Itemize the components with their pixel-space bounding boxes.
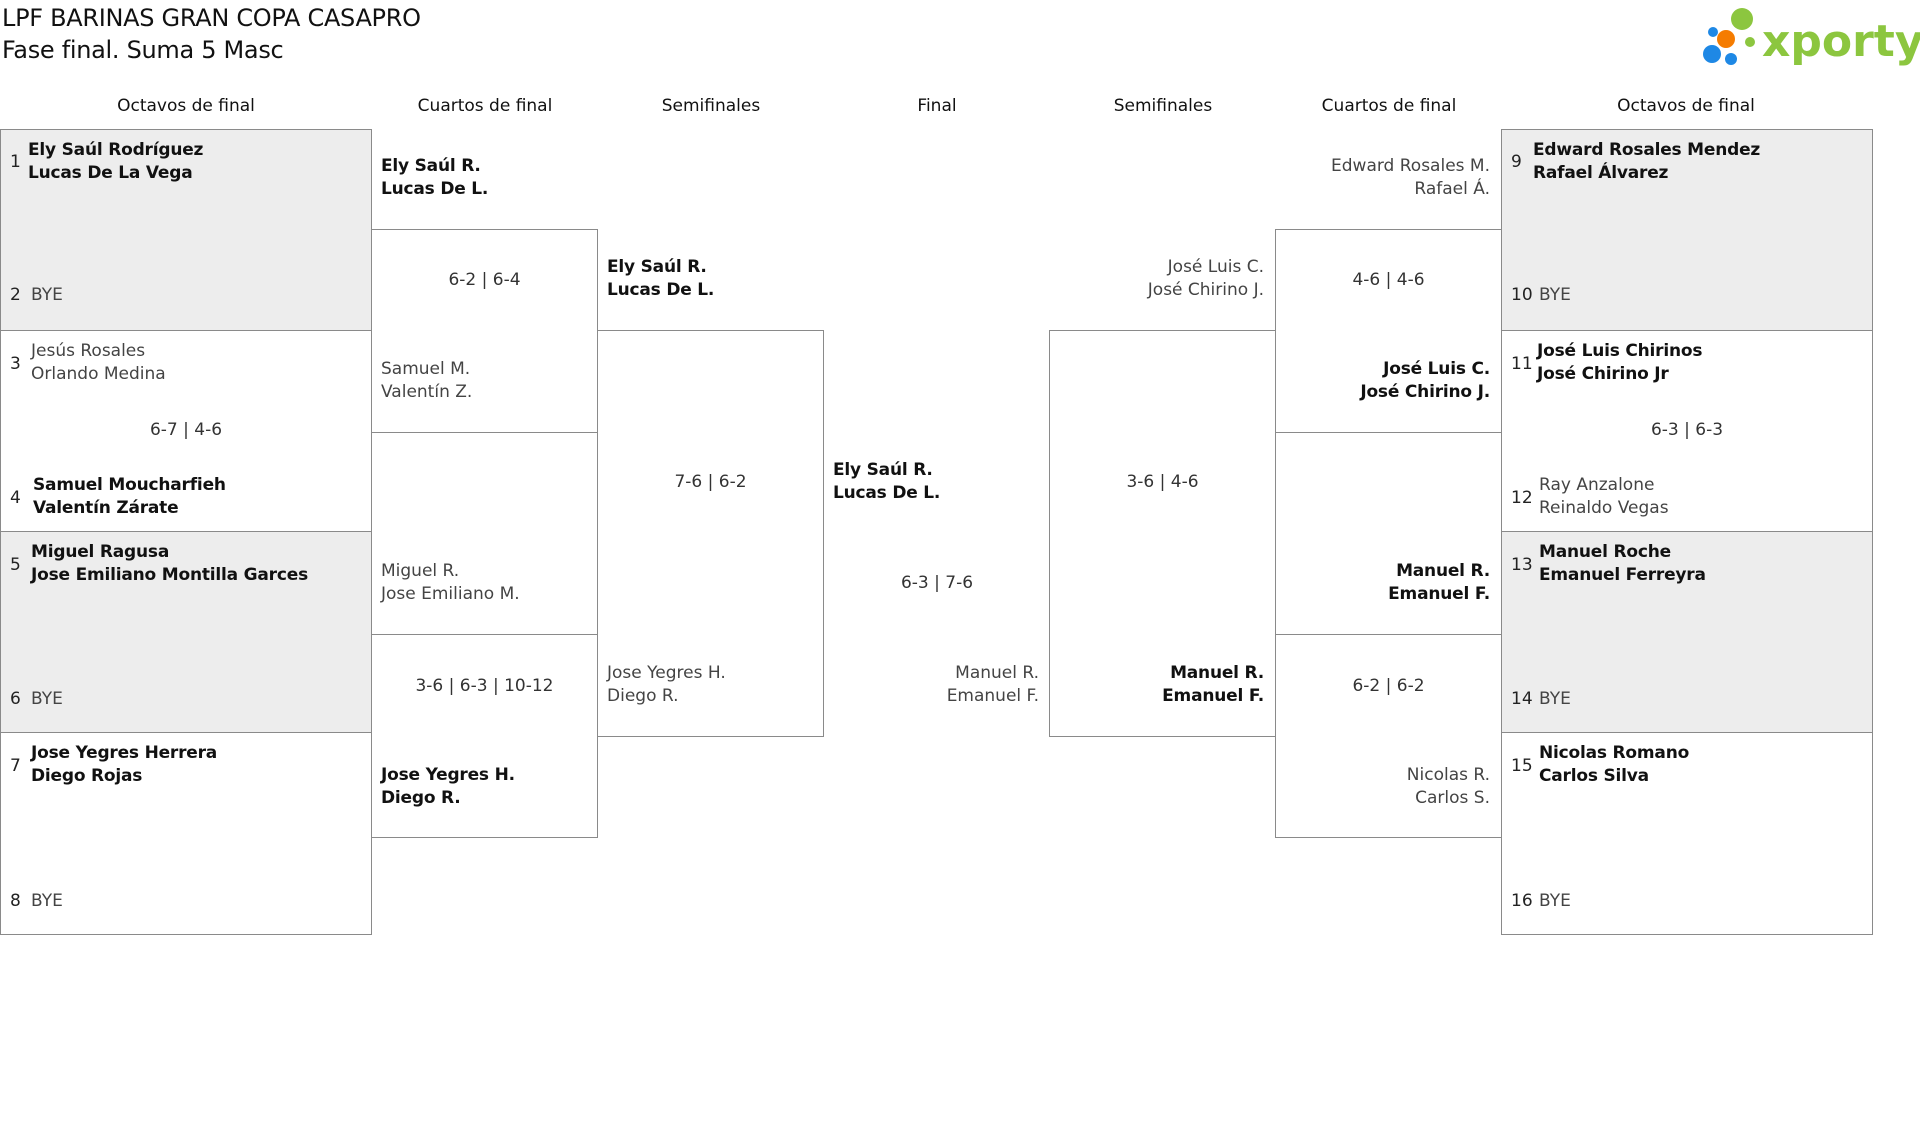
round-header-left-r16: Octavos de final: [117, 96, 255, 116]
match-score: 6-2 | 6-2: [1352, 676, 1425, 696]
match-score: 4-6 | 4-6: [1352, 270, 1425, 290]
seed-number: 8: [10, 891, 21, 911]
player-pair[interactable]: Ely Saúl R.Lucas De L.: [607, 257, 715, 300]
round-header-right-qf: Cuartos de final: [1321, 96, 1457, 116]
match-box-left-r16-1[interactable]: [0, 129, 372, 331]
seed-number: 15: [1511, 756, 1533, 776]
match-score: 3-6 | 4-6: [1126, 472, 1199, 492]
player-pair[interactable]: José Luis C.José Chirino J.: [1147, 257, 1264, 300]
xporty-logo[interactable]: xporty: [1700, 4, 1920, 68]
draw-subtitle: Fase final. Suma 5 Masc: [2, 36, 284, 64]
logo-text: xporty: [1762, 16, 1920, 67]
finalist-right[interactable]: Manuel R.Emanuel F.: [946, 663, 1039, 706]
match-score: 7-6 | 6-2: [674, 472, 747, 492]
round-header-left-sf: Semifinales: [661, 96, 761, 116]
match-score: 6-2 | 6-4: [448, 270, 521, 290]
round-header-final: Final: [917, 96, 957, 116]
player-pair[interactable]: Edward Rosales M.Rafael Á.: [1331, 156, 1490, 199]
match-score: 6-7 | 4-6: [149, 420, 223, 440]
player-pair[interactable]: Manuel R.Emanuel F.: [1388, 561, 1490, 604]
seed-number: 4: [10, 488, 21, 508]
round-header-right-r16: Octavos de final: [1617, 96, 1755, 116]
finalist-left[interactable]: Ely Saúl R.Lucas De L.: [833, 460, 941, 503]
seed-number: 2: [10, 285, 21, 305]
seed-number: 13: [1511, 555, 1533, 575]
player-pair[interactable]: Miguel R.Jose Emiliano M.: [381, 561, 520, 604]
seed-number: 1: [10, 152, 21, 172]
seed-number: 3: [10, 354, 21, 374]
seed-number: 11: [1511, 354, 1533, 374]
seed-number: 6: [10, 689, 21, 709]
seed-number: 7: [10, 756, 21, 776]
match-box-left-r16-3[interactable]: [0, 531, 372, 733]
seed-number: 9: [1511, 152, 1522, 172]
seed-number: 5: [10, 555, 21, 575]
player-pair[interactable]: Nicolas R.Carlos S.: [1406, 765, 1490, 808]
player-pair[interactable]: Samuel M.Valentín Z.: [381, 359, 473, 402]
bye-label: BYE: [1539, 285, 1571, 305]
player-pair[interactable]: Manuel R.Emanuel F.: [1162, 663, 1264, 706]
bye-label: BYE: [1539, 689, 1571, 709]
seed-number: 10: [1511, 285, 1533, 305]
final-score: 6-3 | 7-6: [900, 573, 974, 593]
round-header-left-qf: Cuartos de final: [417, 96, 553, 116]
match-box-right-r16-1[interactable]: [1501, 129, 1873, 331]
seed-number: 16: [1511, 891, 1533, 911]
match-score: 6-3 | 6-3: [1650, 420, 1724, 440]
player-pair[interactable]: Ely Saúl R.Lucas De L.: [381, 156, 489, 199]
match-box-right-sf[interactable]: [1049, 330, 1276, 737]
match-score: 3-6 | 6-3 | 10-12: [415, 676, 554, 696]
player-pair[interactable]: Jose Yegres H.Diego R.: [381, 765, 515, 808]
seed-number: 14: [1511, 689, 1533, 709]
xporty-logo-icon: xporty: [1703, 8, 1920, 67]
round-header-right-sf: Semifinales: [1113, 96, 1213, 116]
match-box-left-sf[interactable]: [597, 330, 824, 737]
bye-label: BYE: [1539, 891, 1571, 911]
player-pair[interactable]: José Luis C.José Chirino J.: [1360, 359, 1490, 402]
tournament-title: LPF BARINAS GRAN COPA CASAPRO: [2, 4, 421, 32]
bye-label: BYE: [31, 891, 63, 911]
match-box-right-r16-4[interactable]: [1501, 732, 1873, 935]
bye-label: BYE: [31, 689, 63, 709]
bye-label: BYE: [31, 285, 63, 305]
seed-number: 12: [1511, 488, 1533, 508]
player-pair[interactable]: Jose Yegres H.Diego R.: [607, 663, 726, 706]
